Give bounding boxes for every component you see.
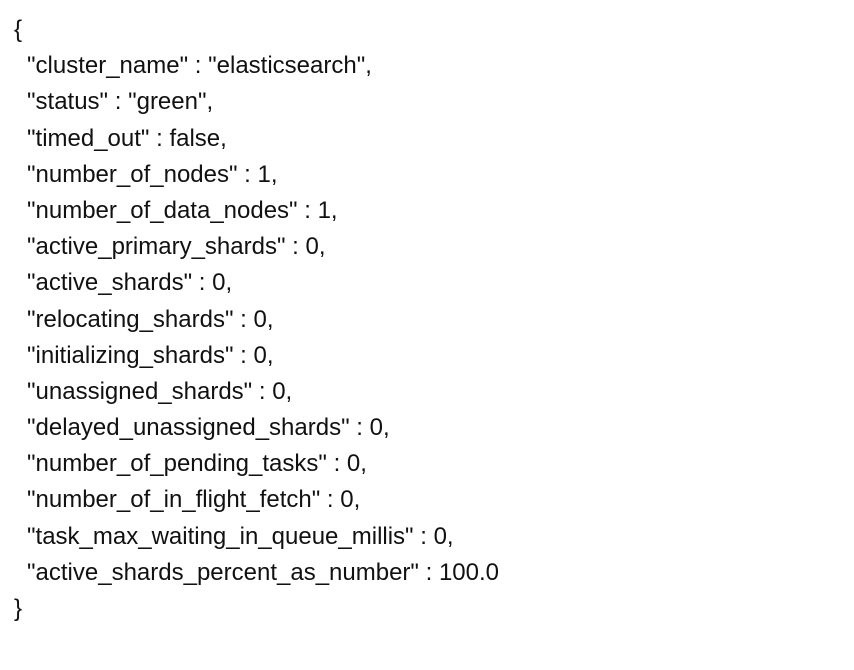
json-line-status: "status" : "green", <box>14 84 844 120</box>
json-open-brace: { <box>14 16 23 43</box>
json-line-cluster-name: "cluster_name" : "elasticsearch", <box>14 48 844 84</box>
json-line-active-shards-percent: "active_shards_percent_as_number" : 100.… <box>14 555 844 591</box>
json-line-text: "delayed_unassigned_shards" : 0, <box>27 414 390 442</box>
json-response-view: { "cluster_name" : "elasticsearch", "sta… <box>14 12 844 627</box>
json-line-number-of-nodes: "number_of_nodes" : 1, <box>14 157 844 193</box>
json-line-text: "number_of_pending_tasks" : 0, <box>27 450 367 478</box>
json-line-delayed-unassigned-shards: "delayed_unassigned_shards" : 0, <box>14 410 844 446</box>
json-line-task-max-waiting: "task_max_waiting_in_queue_millis" : 0, <box>14 519 844 555</box>
json-line-text: "active_shards" : 0, <box>27 269 233 297</box>
json-line-text: "initializing_shards" : 0, <box>27 341 274 369</box>
json-line-text: "task_max_waiting_in_queue_millis" : 0, <box>27 522 454 550</box>
json-line-text: "number_of_in_flight_fetch" : 0, <box>27 486 361 514</box>
json-line-text: "unassigned_shards" : 0, <box>27 377 293 405</box>
json-line-text: "number_of_nodes" : 1, <box>27 160 278 188</box>
json-line-text: "relocating_shards" : 0, <box>27 305 274 333</box>
json-line-text: "number_of_data_nodes" : 1, <box>27 196 338 224</box>
json-line-active-shards: "active_shards" : 0, <box>14 265 844 301</box>
json-line-relocating-shards: "relocating_shards" : 0, <box>14 302 844 338</box>
json-line-timed-out: "timed_out" : false, <box>14 121 844 157</box>
json-line-number-of-data-nodes: "number_of_data_nodes" : 1, <box>14 193 844 229</box>
json-line-text: "status" : "green", <box>27 88 214 116</box>
json-line-text: "active_shards_percent_as_number" : 100.… <box>27 558 499 586</box>
json-line-number-of-in-flight-fetch: "number_of_in_flight_fetch" : 0, <box>14 482 844 518</box>
json-line-text: "active_primary_shards" : 0, <box>27 233 326 261</box>
json-line-number-of-pending-tasks: "number_of_pending_tasks" : 0, <box>14 446 844 482</box>
json-line-initializing-shards: "initializing_shards" : 0, <box>14 338 844 374</box>
json-line-text: "timed_out" : false, <box>27 124 227 152</box>
json-line-text: "cluster_name" : "elasticsearch", <box>27 52 372 80</box>
json-line-active-primary-shards: "active_primary_shards" : 0, <box>14 229 844 265</box>
json-line-unassigned-shards: "unassigned_shards" : 0, <box>14 374 844 410</box>
json-close-brace: } <box>14 595 23 622</box>
